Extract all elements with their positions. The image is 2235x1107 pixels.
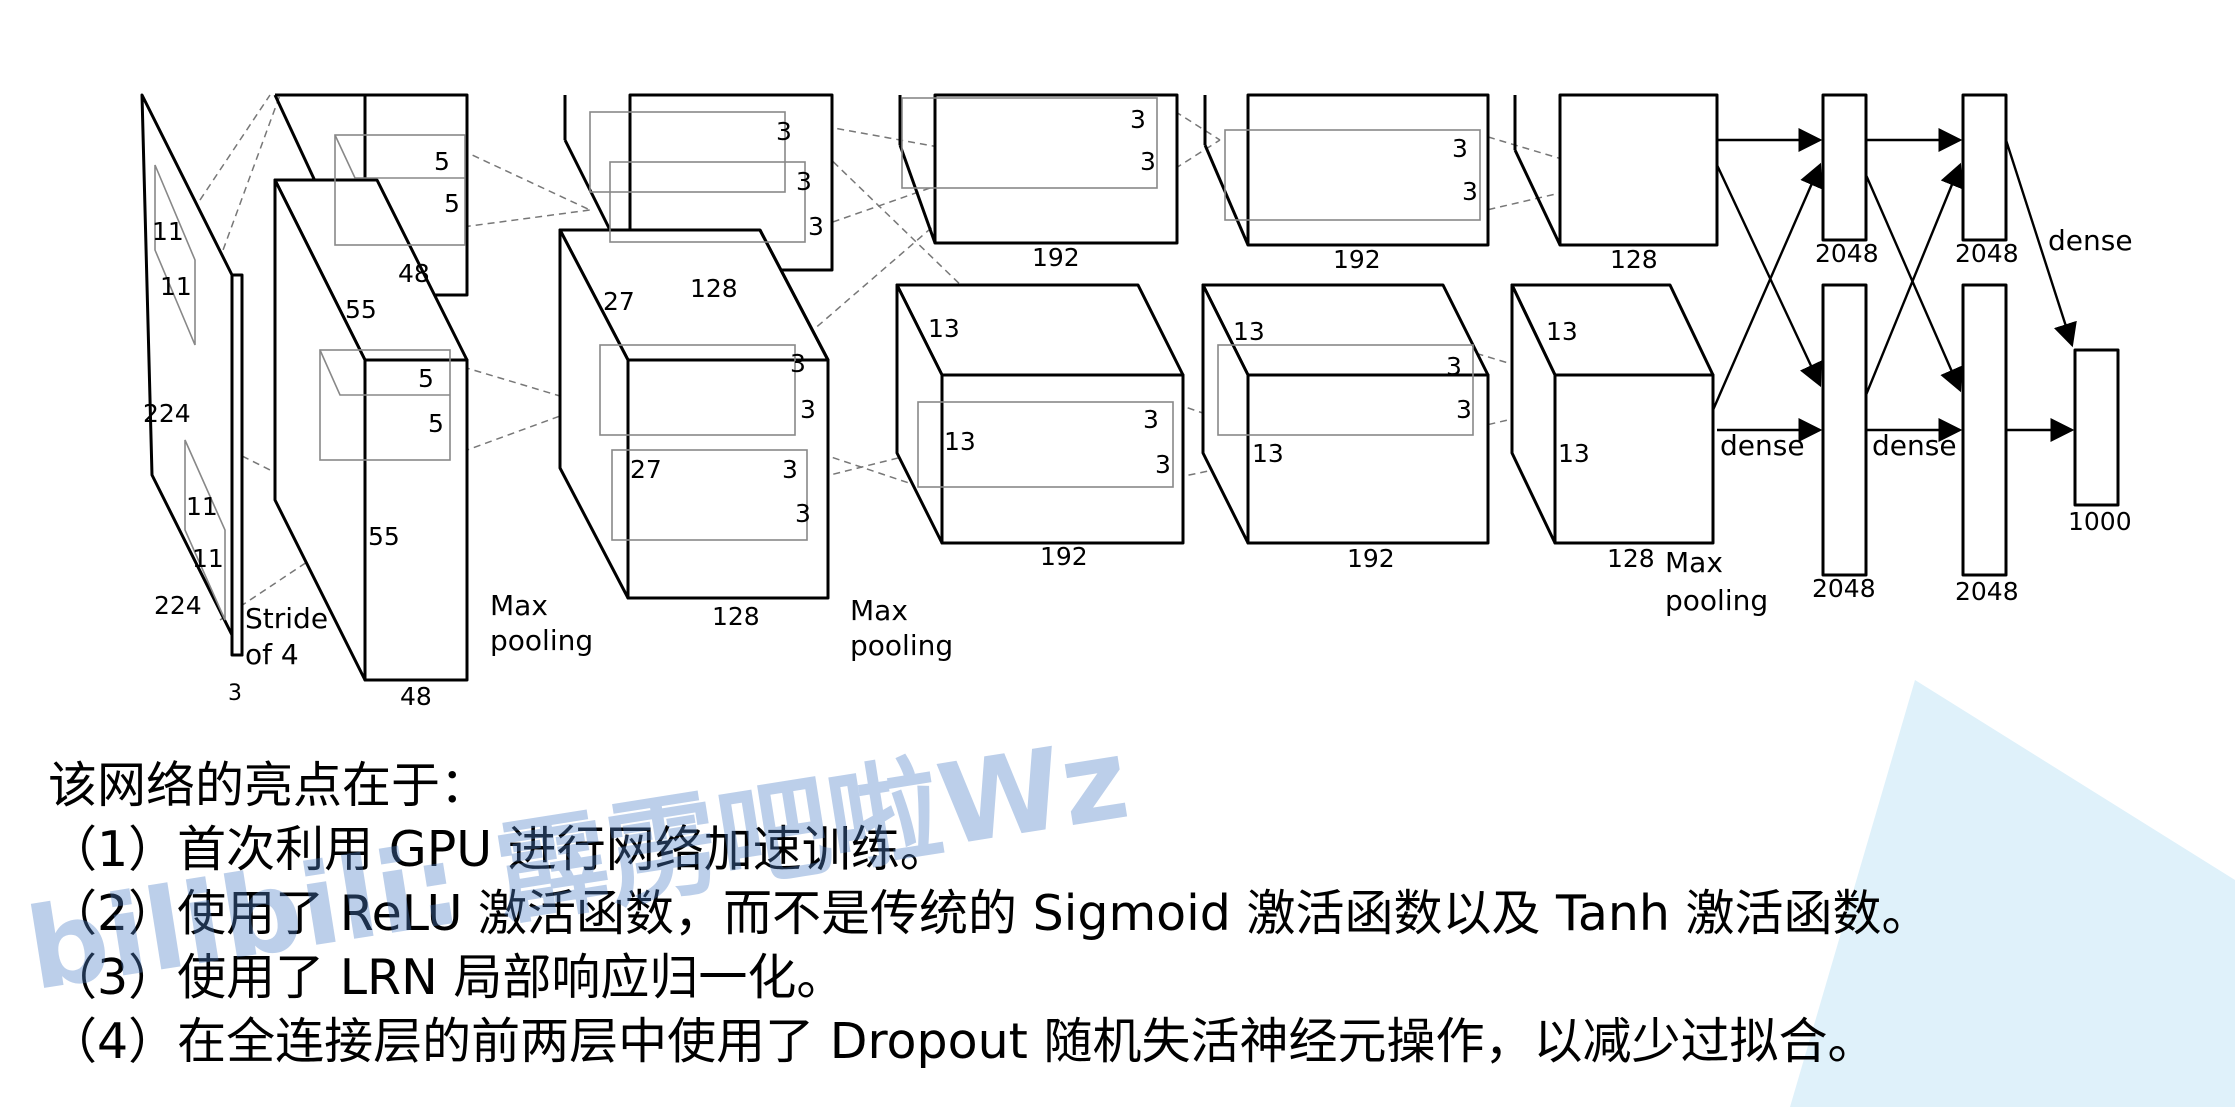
maxpool-2-label-1: Max [850,594,908,627]
stride-label-2: of 4 [245,638,299,671]
highlights-text: 该网络的亮点在于： （1）首次利用 GPU 进行网络加速训练。 （2）使用了 R… [48,754,2198,1074]
conv4-depth-top: 192 [1333,245,1381,274]
input-kernel-label-d: 11 [192,544,224,573]
conv4-layer: 3 3 3 3 13 13 192 192 [1201,93,1490,573]
conv1-size-side: 55 [345,295,377,324]
highlight-point-2: （2）使用了 ReLU 激活函数，而不是传统的 Sigmoid 激活函数以及 T… [48,885,1931,942]
dense-label-3: dense [2048,224,2133,257]
input-kernel-label-a: 11 [152,217,184,246]
conv3-depth-bottom: 192 [1040,542,1088,571]
maxpool-3-label-2: pooling [1665,584,1768,617]
conv2-kernel-7: 3 [795,499,811,528]
input-kernel-label-b: 11 [160,272,192,301]
conv2-kernel-6: 3 [782,455,798,484]
conv3-size: 13 [928,314,960,343]
fc-layers: 2048 2048 2048 2048 1000 dense dense den… [1720,93,2133,606]
input-depth: 3 [228,681,242,706]
conv4-kernel-2: 3 [1462,177,1478,206]
conv2-kernel-3: 3 [808,212,824,241]
fc7-label-bottom: 2048 [1955,577,2019,606]
maxpool-2-label-2: pooling [850,629,953,662]
conv2-depth-top: 128 [690,274,738,303]
highlight-point-3: （3）使用了 LRN 局部响应归一化。 [48,949,846,1006]
conv3-layer: 3 3 3 3 13 13 192 192 [895,93,1185,571]
conv5-depth-bottom: 128 [1607,544,1655,573]
fc7-label-top: 2048 [1955,239,2019,268]
conv3-kernel-1: 3 [1130,105,1146,134]
conv5-size-in: 13 [1558,439,1590,468]
conv2-depth-bottom: 128 [712,602,760,631]
conv1-kernel-2: 5 [444,189,460,218]
fc-arrows [1711,128,2077,442]
conv4-size: 13 [1233,317,1265,346]
maxpool-1-label-2: pooling [490,624,593,657]
conv2-layer: 3 3 3 3 3 3 3 27 27 128 128 [558,93,834,631]
dense-label-1: dense [1720,429,1805,462]
conv2-kernel-1: 3 [776,117,792,146]
conv1-layer: 5 5 5 5 48 55 55 48 [273,93,469,711]
input-layer: 11 11 11 11 224 224 3 Stride of 4 [140,93,328,706]
dense-label-2: dense [1872,429,1957,462]
conv4-kernel-4: 3 [1456,395,1472,424]
conv4-depth-bottom: 192 [1347,544,1395,573]
fc6-label-bottom: 2048 [1812,574,1876,603]
conv1-kernel-3: 5 [418,364,434,393]
maxpool-3-label-1: Max [1665,546,1723,579]
conv1-depth-top: 48 [398,259,430,288]
conv4-kernel-3: 3 [1446,352,1462,381]
input-size-bottom: 224 [154,591,202,620]
fc6-label-top: 2048 [1815,239,1879,268]
conv5-depth-top: 128 [1610,245,1658,274]
conv5-layer: 13 13 128 128 [1510,93,1719,573]
output-label: 1000 [2068,507,2132,536]
maxpool-1-label-1: Max [490,589,548,622]
conv3-kernel-3: 3 [1143,405,1159,434]
input-size-side: 224 [143,399,191,428]
highlights-intro: 该网络的亮点在于： [48,757,490,814]
conv3-depth-top: 192 [1032,243,1080,272]
conv2-kernel-4: 3 [790,349,806,378]
input-kernel-label-c: 11 [186,492,218,521]
conv1-depth-bottom: 48 [400,682,432,711]
conv3-kernel-4: 3 [1155,450,1171,479]
conv3-size-in: 13 [944,427,976,456]
alexnet-architecture-diagram: 11 11 11 11 224 224 3 Stride of 4 5 5 5 … [140,93,2133,711]
conv2-kernel-2: 3 [796,167,812,196]
highlight-point-4: （4）在全连接层的前两层中使用了 Dropout 随机失活神经元操作，以减少过拟… [48,1013,1877,1070]
conv1-size-in: 55 [368,522,400,551]
conv4-kernel-1: 3 [1452,134,1468,163]
conv4-size-in: 13 [1252,439,1284,468]
conv3-kernel-2: 3 [1140,147,1156,176]
conv2-size: 27 [603,287,635,316]
highlight-point-1: （1）首次利用 GPU 进行网络加速训练。 [48,821,949,878]
stride-label-1: Stride [245,602,328,635]
conv5-size: 13 [1546,317,1578,346]
conv2-kernel-5: 3 [800,395,816,424]
conv2-size-in: 27 [630,455,662,484]
conv1-kernel-4: 5 [428,409,444,438]
conv1-kernel-1: 5 [434,147,450,176]
